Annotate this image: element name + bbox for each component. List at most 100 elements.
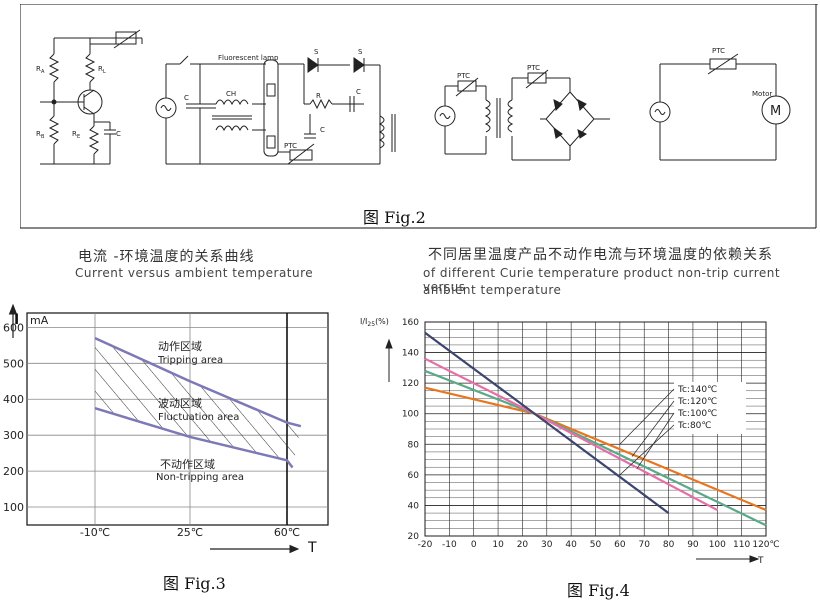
fig3-tick-labels: 100200300400500600-10℃25℃60℃ [3, 321, 300, 539]
fig4-legend-label: Tc:140℃ [677, 385, 717, 395]
fig4-legend-label: Tc:80℃ [677, 421, 712, 431]
fig3-title-zh: 电流 -环境温度的关系曲线 [78, 249, 255, 265]
fig3-x-tick-label: -10℃ [80, 526, 110, 539]
fig3-plot-border [26, 312, 329, 526]
fig4-y-tick-label: 80 [408, 440, 420, 450]
fig4-y-tick-label: 160 [402, 318, 419, 328]
circuit-transistor [40, 29, 143, 165]
svg-text:C: C [184, 94, 189, 102]
svg-text:C: C [116, 130, 121, 138]
fig3-x-axis-symbol: T [307, 540, 317, 556]
fig4-x-tick-label: -20 [418, 540, 433, 550]
fig3-x-tick-label: 25℃ [177, 526, 203, 539]
svg-text:Fluorescent lamp: Fluorescent lamp [218, 54, 279, 62]
fig3-y-tick-label: 500 [3, 357, 24, 370]
non-tripping-area-en: Non-tripping area [156, 472, 244, 483]
fig4-grid [424, 321, 767, 537]
fig4-x-tick-label: 100 [709, 540, 726, 550]
fig3-caption: 图 Fig.3 [163, 574, 226, 593]
fig4-x-tick-label: 110 [733, 540, 750, 550]
svg-text:C: C [356, 88, 361, 96]
fig4-x-tick-label: 60 [614, 540, 626, 550]
fig3-hatched-band [95, 338, 301, 468]
fig3-y-tick-label: 400 [3, 393, 24, 406]
circuit-motor-labels: PTC Motor M [712, 47, 781, 119]
fig4-title-en-line1: of different Curie temperature product n… [423, 266, 781, 294]
svg-text:Motor: Motor [752, 90, 772, 98]
fig4-legend-leader [619, 388, 675, 445]
fig3-y-unit: mA [30, 314, 49, 327]
fig4-legend-box [674, 382, 746, 434]
fig3-y-tick-label: 200 [3, 465, 24, 478]
fig3-tripping-curve [94, 337, 302, 428]
fig4-x-tick-label: 40 [565, 540, 577, 550]
fig4-series-line [424, 331, 670, 514]
svg-text:C: C [320, 126, 325, 134]
fig4-y-tick-label: 120 [402, 379, 419, 389]
fig4-legend-leader [636, 412, 675, 469]
svg-text:A: A [41, 69, 45, 75]
fig4-x-tick-label: 30 [541, 540, 553, 550]
fig4-x-tick-label: 50 [590, 540, 602, 550]
fluctuation-area-zh: 波动区域 [158, 397, 202, 410]
svg-text:L: L [103, 69, 106, 75]
fig4-y-tick-label: 140 [402, 349, 419, 359]
fig4-series [424, 331, 767, 527]
tripping-area-zh: 动作区域 [158, 340, 202, 353]
fig4-y-tick-label: 40 [408, 501, 420, 511]
fig4-x-tick-label: 80 [663, 540, 675, 550]
fig4-x-tick-label: 120℃ [752, 540, 779, 550]
fig4-title-zh: 不同居里温度产品不动作电流与环境温度的依赖关系 [428, 247, 773, 263]
svg-text:R: R [316, 92, 321, 100]
circuit-bridge [434, 69, 610, 161]
fluctuation-area-en: Fluctuation area [158, 412, 239, 423]
fig4-x-tick-label: 0 [471, 540, 477, 550]
circuit-bridge-labels: PTC PTC [457, 64, 540, 80]
fig3-axis-decor [8, 303, 300, 554]
svg-text:M: M [770, 104, 781, 119]
fig4-axis-decor [385, 338, 760, 563]
circuit-fluorescent [155, 55, 396, 165]
fig4-y-axis-label: I/I25(%) [360, 317, 389, 328]
svg-text:S: S [358, 48, 363, 56]
circuit-fluorescent-labels: Fluorescent lamp CH C S S R C C PTC [184, 48, 363, 150]
fig3-y-tick-label: 100 [3, 501, 24, 514]
fig4-x-axis-symbol: T [757, 556, 764, 566]
svg-text:R: R [98, 65, 103, 73]
fig3-region-labels: 动作区域 Tripping area 波动区域 Fluctuation area… [156, 340, 244, 483]
fig3-nontripping-curve [94, 407, 294, 469]
fig3-title-en: Current versus ambient temperature [75, 266, 314, 280]
fig2-caption: 图 Fig.2 [363, 208, 426, 227]
fig4-x-tick-label: -10 [442, 540, 457, 550]
fig3-fluctuation-band [94, 337, 302, 469]
fig3-y-tick-label: 300 [3, 429, 24, 442]
svg-text:PTC: PTC [284, 142, 297, 150]
svg-text:PTC: PTC [457, 72, 470, 80]
svg-text:R: R [36, 65, 41, 73]
fig4-y-tick-label: 20 [408, 532, 420, 542]
fig3-chart: 100200300400500600-10℃25℃60℃ I mA T 动作区域… [3, 303, 329, 556]
svg-text:B: B [41, 134, 45, 140]
svg-text:PTC: PTC [712, 47, 725, 55]
fig4-y-tick-label: 100 [402, 410, 419, 420]
circuit-motor [649, 53, 791, 161]
fig4-y-tick-label: 60 [408, 471, 420, 481]
fig4-x-tick-label: 10 [492, 540, 504, 550]
fig4-legend-label: Tc:120℃ [677, 397, 717, 407]
svg-text:CH: CH [226, 90, 236, 98]
non-tripping-area-zh: 不动作区域 [160, 458, 215, 471]
fig4-x-tick-label: 20 [517, 540, 529, 550]
fig4-legend: Tc:140℃Tc:120℃Tc:100℃Tc:80℃ [619, 382, 746, 476]
svg-text:R: R [72, 130, 77, 138]
fig3-x-tick-label: 60℃ [274, 526, 300, 539]
svg-text:R: R [36, 130, 41, 138]
svg-text:PTC: PTC [527, 64, 540, 72]
tripping-area-en: Tripping area [157, 355, 223, 366]
fig4-title-en-line2: ambient temperature [423, 283, 562, 297]
svg-text:E: E [77, 134, 80, 140]
